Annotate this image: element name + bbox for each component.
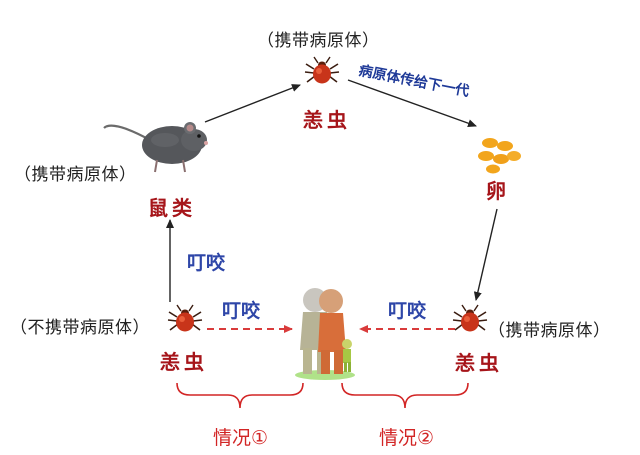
arrow-egg-to-chigger [473, 208, 498, 301]
egg-label: 卵 [486, 179, 510, 203]
chigger-label-right: 恙虫 [455, 351, 503, 375]
mite-icon [167, 304, 203, 333]
bite-label-left: 叮咬 [222, 300, 261, 322]
brace-case-2 [341, 382, 469, 409]
people-icon [295, 288, 355, 380]
arrow-chigger-to-egg [347, 79, 477, 128]
carrier-label-left: （携带病原体） [14, 165, 137, 185]
rodent-label: 鼠类 [148, 196, 196, 220]
mite-icon [304, 56, 340, 85]
rat-icon [103, 122, 208, 173]
arrow-rodent-to-chigger [204, 84, 301, 123]
bite-label-vertical: 叮咬 [187, 252, 226, 274]
carrier-label-right: （携带病原体） [488, 321, 611, 341]
mite-icon [452, 304, 488, 333]
chigger-label-top: 恙虫 [303, 108, 351, 132]
non-carrier-label: （不携带病原体） [10, 318, 150, 338]
chigger-label-left: 恙虫 [160, 350, 208, 374]
brace-case-1 [176, 382, 304, 409]
case-2-label: 情况② [379, 427, 435, 449]
bite-label-right: 叮咬 [388, 300, 427, 322]
eggs-icon [478, 138, 521, 174]
carrier-label-top: （携带病原体） [257, 31, 380, 51]
case-1-label: 情况① [213, 427, 269, 449]
